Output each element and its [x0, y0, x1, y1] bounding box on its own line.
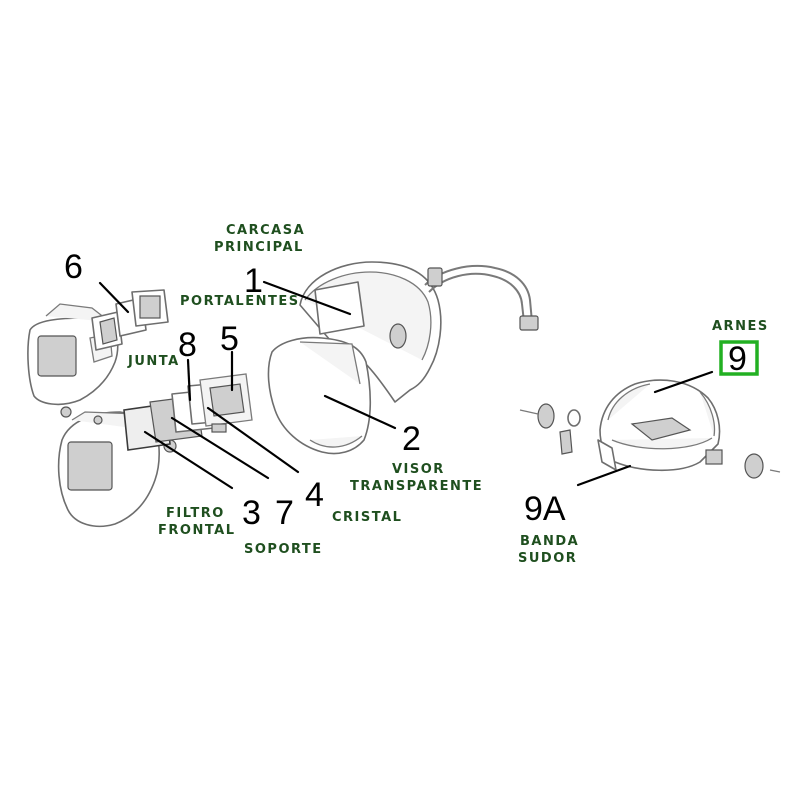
label-carcasa-line2: PRINCIPAL: [214, 240, 304, 255]
callout-5: 5: [220, 320, 239, 358]
label-banda-line2: SUDOR: [518, 551, 577, 566]
label-banda-line1: BANDA: [520, 534, 579, 549]
leader-8: [186, 358, 192, 402]
main-helmet-shell: [267, 261, 539, 455]
upper-helmet-faceplate: [27, 289, 169, 418]
callout-1: 1: [244, 262, 263, 300]
lower-helmet-faceplate: [57, 373, 253, 528]
leader-6: [98, 281, 130, 314]
leader-3: [143, 430, 234, 490]
callout-4: 4: [305, 476, 324, 514]
callout-2: 2: [402, 420, 421, 458]
callout-3: 3: [242, 494, 261, 532]
callout-6: 6: [64, 248, 83, 286]
leader-9a: [576, 464, 632, 487]
label-visor-line2: TRANSPARENTE: [350, 479, 483, 494]
label-carcasa-line1: CARCASA: [226, 223, 305, 238]
label-soporte: SOPORTE: [244, 542, 323, 557]
headgear-harness: [519, 379, 781, 479]
callout-7: 7: [275, 494, 294, 532]
air-hose: [424, 264, 539, 331]
label-visor-line1: VISOR: [392, 462, 445, 477]
callout-9: 9: [728, 340, 747, 378]
leader-4: [206, 406, 300, 474]
label-filtro-line2: FRONTAL: [158, 523, 236, 538]
leader-1: [262, 280, 352, 316]
leader-2: [323, 394, 397, 430]
highlight-box-9: [719, 340, 759, 376]
label-arnes: ARNES: [712, 319, 769, 334]
label-junta: JUNTA: [127, 354, 180, 369]
label-portalentes: PORTALENTES: [180, 294, 300, 309]
label-cristal: CRISTAL: [332, 510, 402, 525]
label-filtro-line1: FILTRO: [166, 506, 225, 521]
callout-8: 8: [178, 326, 197, 364]
leader-7: [170, 416, 270, 480]
leader-9: [653, 370, 714, 394]
callout-9a: 9A: [524, 490, 566, 528]
